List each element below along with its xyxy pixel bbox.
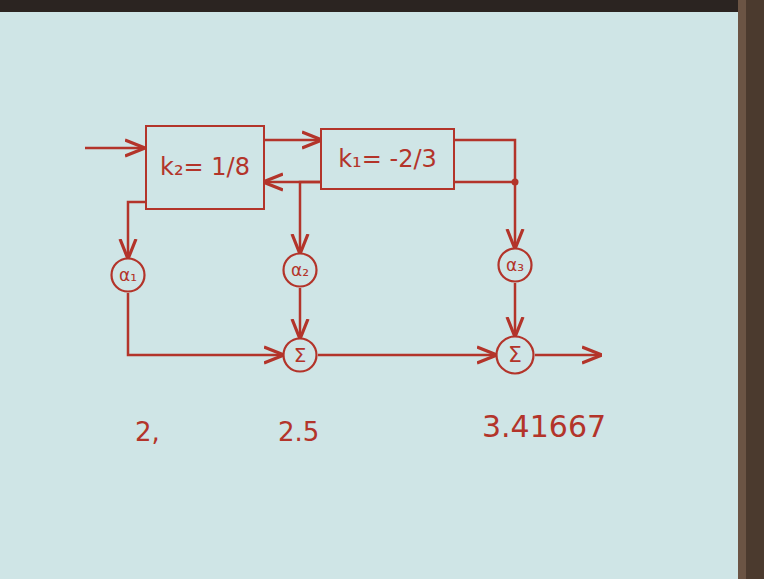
- coefficient-circle: α₂: [282, 252, 318, 288]
- coefficient-circle: α₃: [497, 247, 533, 283]
- board-frame-right: [746, 0, 764, 579]
- signal-connector: [300, 182, 320, 252]
- output-arrow: [535, 354, 600, 357]
- circle-outline-path: [499, 249, 532, 282]
- reflection-box: k₂= 1/8: [145, 125, 265, 210]
- value-label: 2.5: [278, 418, 319, 447]
- circle-outline-path: [112, 259, 145, 292]
- signal-connector: [299, 288, 302, 337]
- node-text: α₁: [119, 266, 137, 285]
- summing-junction: Σ: [495, 335, 535, 375]
- reflection-box: k₁= -2/3: [320, 128, 455, 190]
- signal-connector: [265, 139, 320, 142]
- signal-connector: [318, 354, 495, 357]
- circle-outline-path: [284, 254, 317, 287]
- value-label: 2,: [135, 418, 160, 447]
- signal-connector: [514, 283, 517, 335]
- coefficient-circle: α₁: [110, 257, 146, 293]
- feedback-wire: [455, 181, 515, 184]
- signal-connector: [128, 202, 145, 257]
- signal-connector: [128, 293, 282, 355]
- value-label: 3.41667: [482, 410, 606, 443]
- node-text: α₃: [506, 256, 524, 275]
- summing-junction: Σ: [282, 337, 318, 373]
- node-text: k₁= -2/3: [338, 146, 437, 172]
- circle-outline-path: [497, 337, 534, 374]
- board-frame-edge: [738, 0, 746, 579]
- signal-connector: [455, 140, 515, 247]
- node-text: Σ: [294, 344, 307, 366]
- circle-outline-path: [284, 339, 317, 372]
- input-arrow: [85, 147, 143, 150]
- node-text: Σ: [508, 343, 522, 367]
- board-frame-top: [0, 0, 764, 12]
- node-text: α₂: [291, 261, 309, 280]
- node-text: k₂= 1/8: [160, 154, 250, 180]
